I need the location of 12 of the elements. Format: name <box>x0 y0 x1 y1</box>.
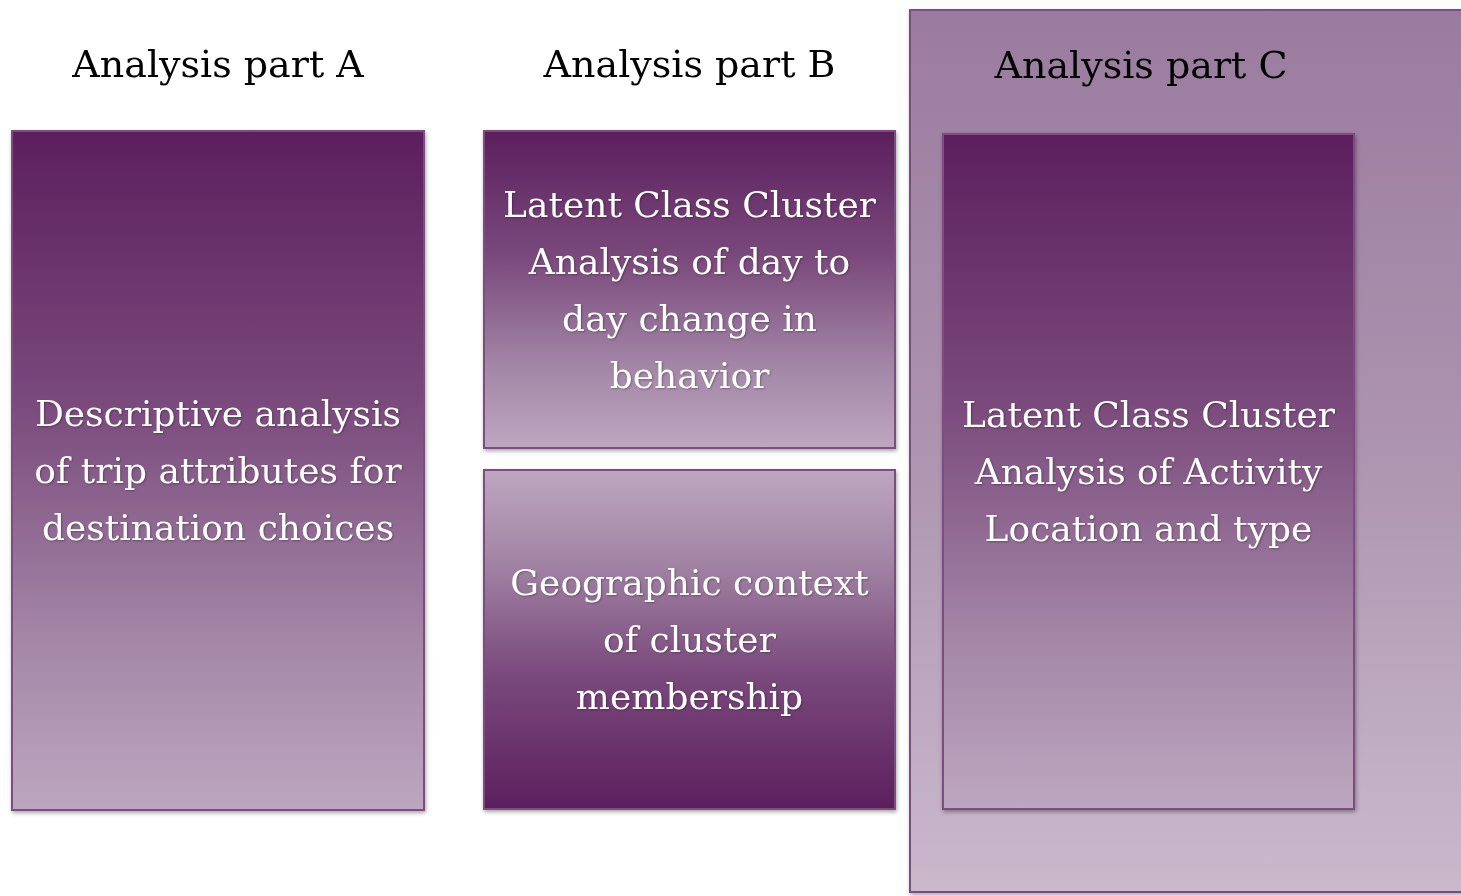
box-text: Geographic context of cluster membership <box>509 561 870 719</box>
process-box <box>11 130 425 811</box>
box-text: Latent Class Cluster Analysis of Activity Location and type <box>961 393 1336 551</box>
section-heading: Analysis part B <box>542 42 837 86</box>
section-heading: Analysis part C <box>993 43 1289 87</box>
box-text: Descriptive analysis of trip attributes for destination choices <box>33 392 403 550</box>
process-box <box>942 133 1355 810</box>
box-text: Latent Class Cluster Analysis of day to day change in behavior <box>502 182 877 398</box>
section-heading: Analysis part A <box>71 42 365 86</box>
process-box <box>483 130 896 449</box>
section-panel <box>909 9 1461 893</box>
process-box <box>483 469 896 810</box>
